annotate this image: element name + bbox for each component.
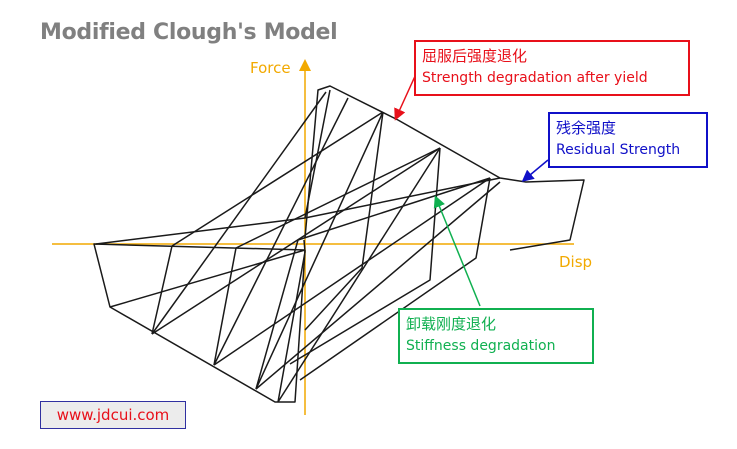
- strength-callout-en: Strength degradation after yield: [422, 70, 648, 86]
- watermark-link[interactable]: www.jdcui.com: [40, 401, 186, 429]
- x-axis-label: Disp: [559, 253, 593, 271]
- stiffness-callout-en: Stiffness degradation: [406, 338, 556, 354]
- strength-callout: 屈服后强度退化 Strength degradation after yield: [414, 40, 690, 96]
- strength-arrow: [394, 73, 417, 121]
- residual-callout-cn: 残余强度: [556, 119, 617, 137]
- residual-callout-en: Residual Strength: [556, 142, 681, 158]
- y-axis-label: Force: [250, 59, 291, 77]
- residual-arrow: [521, 159, 549, 182]
- strength-callout-cn: 屈服后强度退化: [422, 47, 528, 65]
- hysteresis-curve: [93, 85, 585, 403]
- stiffness-callout: 卸载刚度退化 Stiffness degradation: [398, 308, 594, 364]
- diagram-title: Modified Clough's Model: [40, 20, 338, 45]
- residual-callout: 残余强度 Residual Strength: [548, 112, 708, 168]
- stiffness-arrow: [433, 195, 481, 307]
- stiffness-callout-cn: 卸载刚度退化: [406, 315, 497, 333]
